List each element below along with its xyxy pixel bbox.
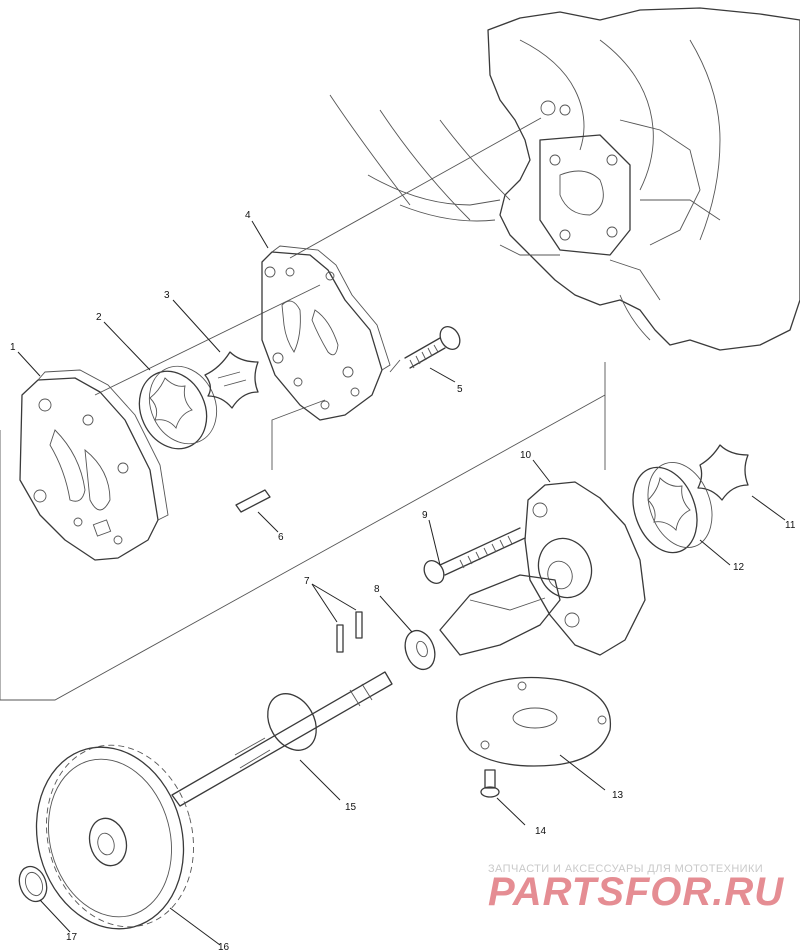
callout-11: 11 — [785, 520, 796, 531]
callout-7: 7 — [304, 576, 310, 587]
part-9-long-bolt — [423, 527, 526, 584]
part-8-washer — [404, 629, 436, 671]
callout-10: 10 — [520, 450, 532, 461]
part-5-bolt — [404, 326, 461, 369]
leader-lines — [17, 220, 786, 946]
callout-13: 13 — [612, 790, 624, 801]
callout-15: 15 — [345, 802, 357, 813]
callout-2: 2 — [96, 312, 102, 323]
crankcase-housing — [329, 7, 800, 351]
callout-14: 14 — [535, 826, 547, 837]
part-4-pump-plate — [261, 245, 391, 421]
callout-labels: 1 2 3 4 5 6 7 8 9 10 11 12 13 14 15 16 1… — [10, 210, 796, 951]
callout-9: 9 — [422, 510, 428, 521]
callout-8: 8 — [374, 584, 380, 595]
watermark-tagline: ЗАПЧАСТИ И АКСЕССУАРЫ ДЛЯ МОТОТЕХНИКИ — [488, 863, 763, 875]
part-6-dowel-pin — [235, 489, 271, 513]
callout-5: 5 — [457, 384, 463, 395]
callout-4: 4 — [245, 210, 251, 221]
watermark-brand-logo: PARTSFOR.RU — [488, 870, 784, 914]
part-7-pins — [336, 611, 363, 653]
callout-12: 12 — [733, 562, 745, 573]
callout-6: 6 — [278, 532, 284, 543]
part-12-outer-rotor — [632, 461, 713, 554]
callout-16: 16 — [218, 942, 230, 951]
part-17-ring — [18, 865, 48, 903]
part-2-outer-rotor — [138, 365, 218, 450]
callout-3: 3 — [164, 290, 170, 301]
part-15-shaft — [171, 671, 393, 807]
part-14-screw — [480, 769, 500, 798]
part-3-inner-rotor — [204, 351, 259, 409]
callout-17: 17 — [66, 932, 78, 943]
part-1-pump-body — [19, 369, 169, 561]
assembly-guide-lines — [0, 117, 606, 701]
part-16-gear — [35, 744, 194, 930]
watermark: ЗАПЧАСТИ И АКСЕССУАРЫ ДЛЯ МОТОТЕХНИКИ PA… — [488, 863, 784, 914]
part-13-gasket — [456, 676, 612, 767]
part-11-inner-rotor — [697, 444, 749, 501]
callout-1: 1 — [10, 342, 16, 353]
strainer-disc — [439, 574, 561, 656]
part-10-pump-cover — [524, 481, 646, 656]
